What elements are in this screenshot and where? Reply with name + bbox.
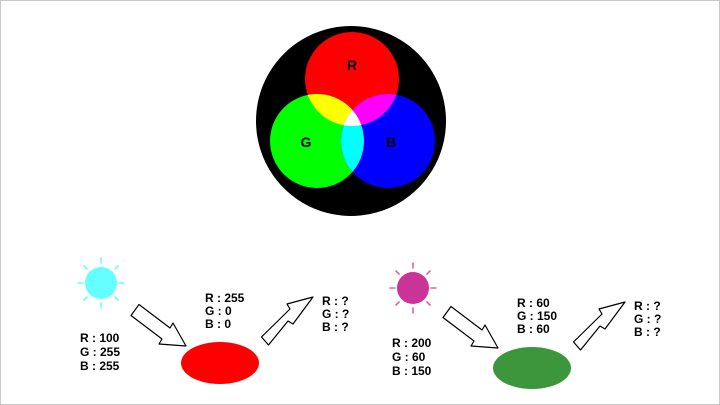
light-1-r: R : 100 (80, 331, 120, 345)
light-2-b: B : 150 (392, 364, 432, 378)
rgb-venn-diagram: R G B (256, 26, 446, 216)
incident-arrow-1-icon (130, 303, 187, 347)
result-2-b: B : ? (634, 325, 661, 339)
example-2: R : 200 G : 60 B : 150 R : 60 G : 150 B … (389, 262, 665, 389)
venn-label-g: G (301, 134, 312, 150)
result-1-b: B : ? (322, 320, 349, 334)
surface-1-g: G : 0 (205, 304, 232, 318)
venn-red-blue-overlap (341, 94, 399, 126)
light-source-1 (77, 257, 125, 309)
light-source-1-icon (85, 267, 117, 299)
venn-red-green-overlap (305, 94, 364, 126)
light-2-r: R : 200 (392, 336, 432, 350)
surface-1-values: R : 255 G : 0 B : 0 (205, 291, 248, 331)
light-source-2 (389, 262, 437, 314)
result-1-g: G : ? (322, 307, 349, 321)
venn-label-b: B (386, 134, 396, 150)
result-2-values: R : ? G : ? B : ? (634, 299, 665, 339)
sun-rays-icon (389, 262, 437, 314)
sun-rays-icon (77, 257, 125, 309)
surface-2-r: R : 60 (517, 296, 550, 310)
result-2-r: R : ? (634, 299, 661, 313)
light-2-g: G : 60 (392, 350, 426, 364)
surface-2-values: R : 60 G : 150 B : 60 (517, 296, 560, 336)
reflected-arrow-1-icon (260, 296, 314, 346)
surface-2-g: G : 150 (517, 309, 557, 323)
light-source-2-icon (397, 272, 429, 304)
light-1-g: G : 255 (80, 345, 120, 359)
light-1-values: R : 100 G : 255 B : 255 (80, 331, 123, 373)
result-2-g: G : ? (634, 312, 661, 326)
light-2-values: R : 200 G : 60 B : 150 (392, 336, 435, 378)
result-1-r: R : ? (322, 294, 349, 308)
incident-arrow-2-icon (442, 305, 499, 349)
surface-2 (493, 347, 571, 389)
result-1-values: R : ? G : ? B : ? (322, 294, 353, 334)
light-1-b: B : 255 (80, 359, 120, 373)
surface-1 (181, 342, 259, 384)
reflected-arrow-2-icon (572, 301, 626, 351)
example-1: R : 100 G : 255 B : 255 R : 255 G : 0 B … (77, 257, 353, 384)
surface-1-r: R : 255 (205, 291, 245, 305)
surface-2-b: B : 60 (517, 322, 550, 336)
surface-1-b: B : 0 (205, 317, 231, 331)
venn-label-r: R (347, 57, 357, 73)
